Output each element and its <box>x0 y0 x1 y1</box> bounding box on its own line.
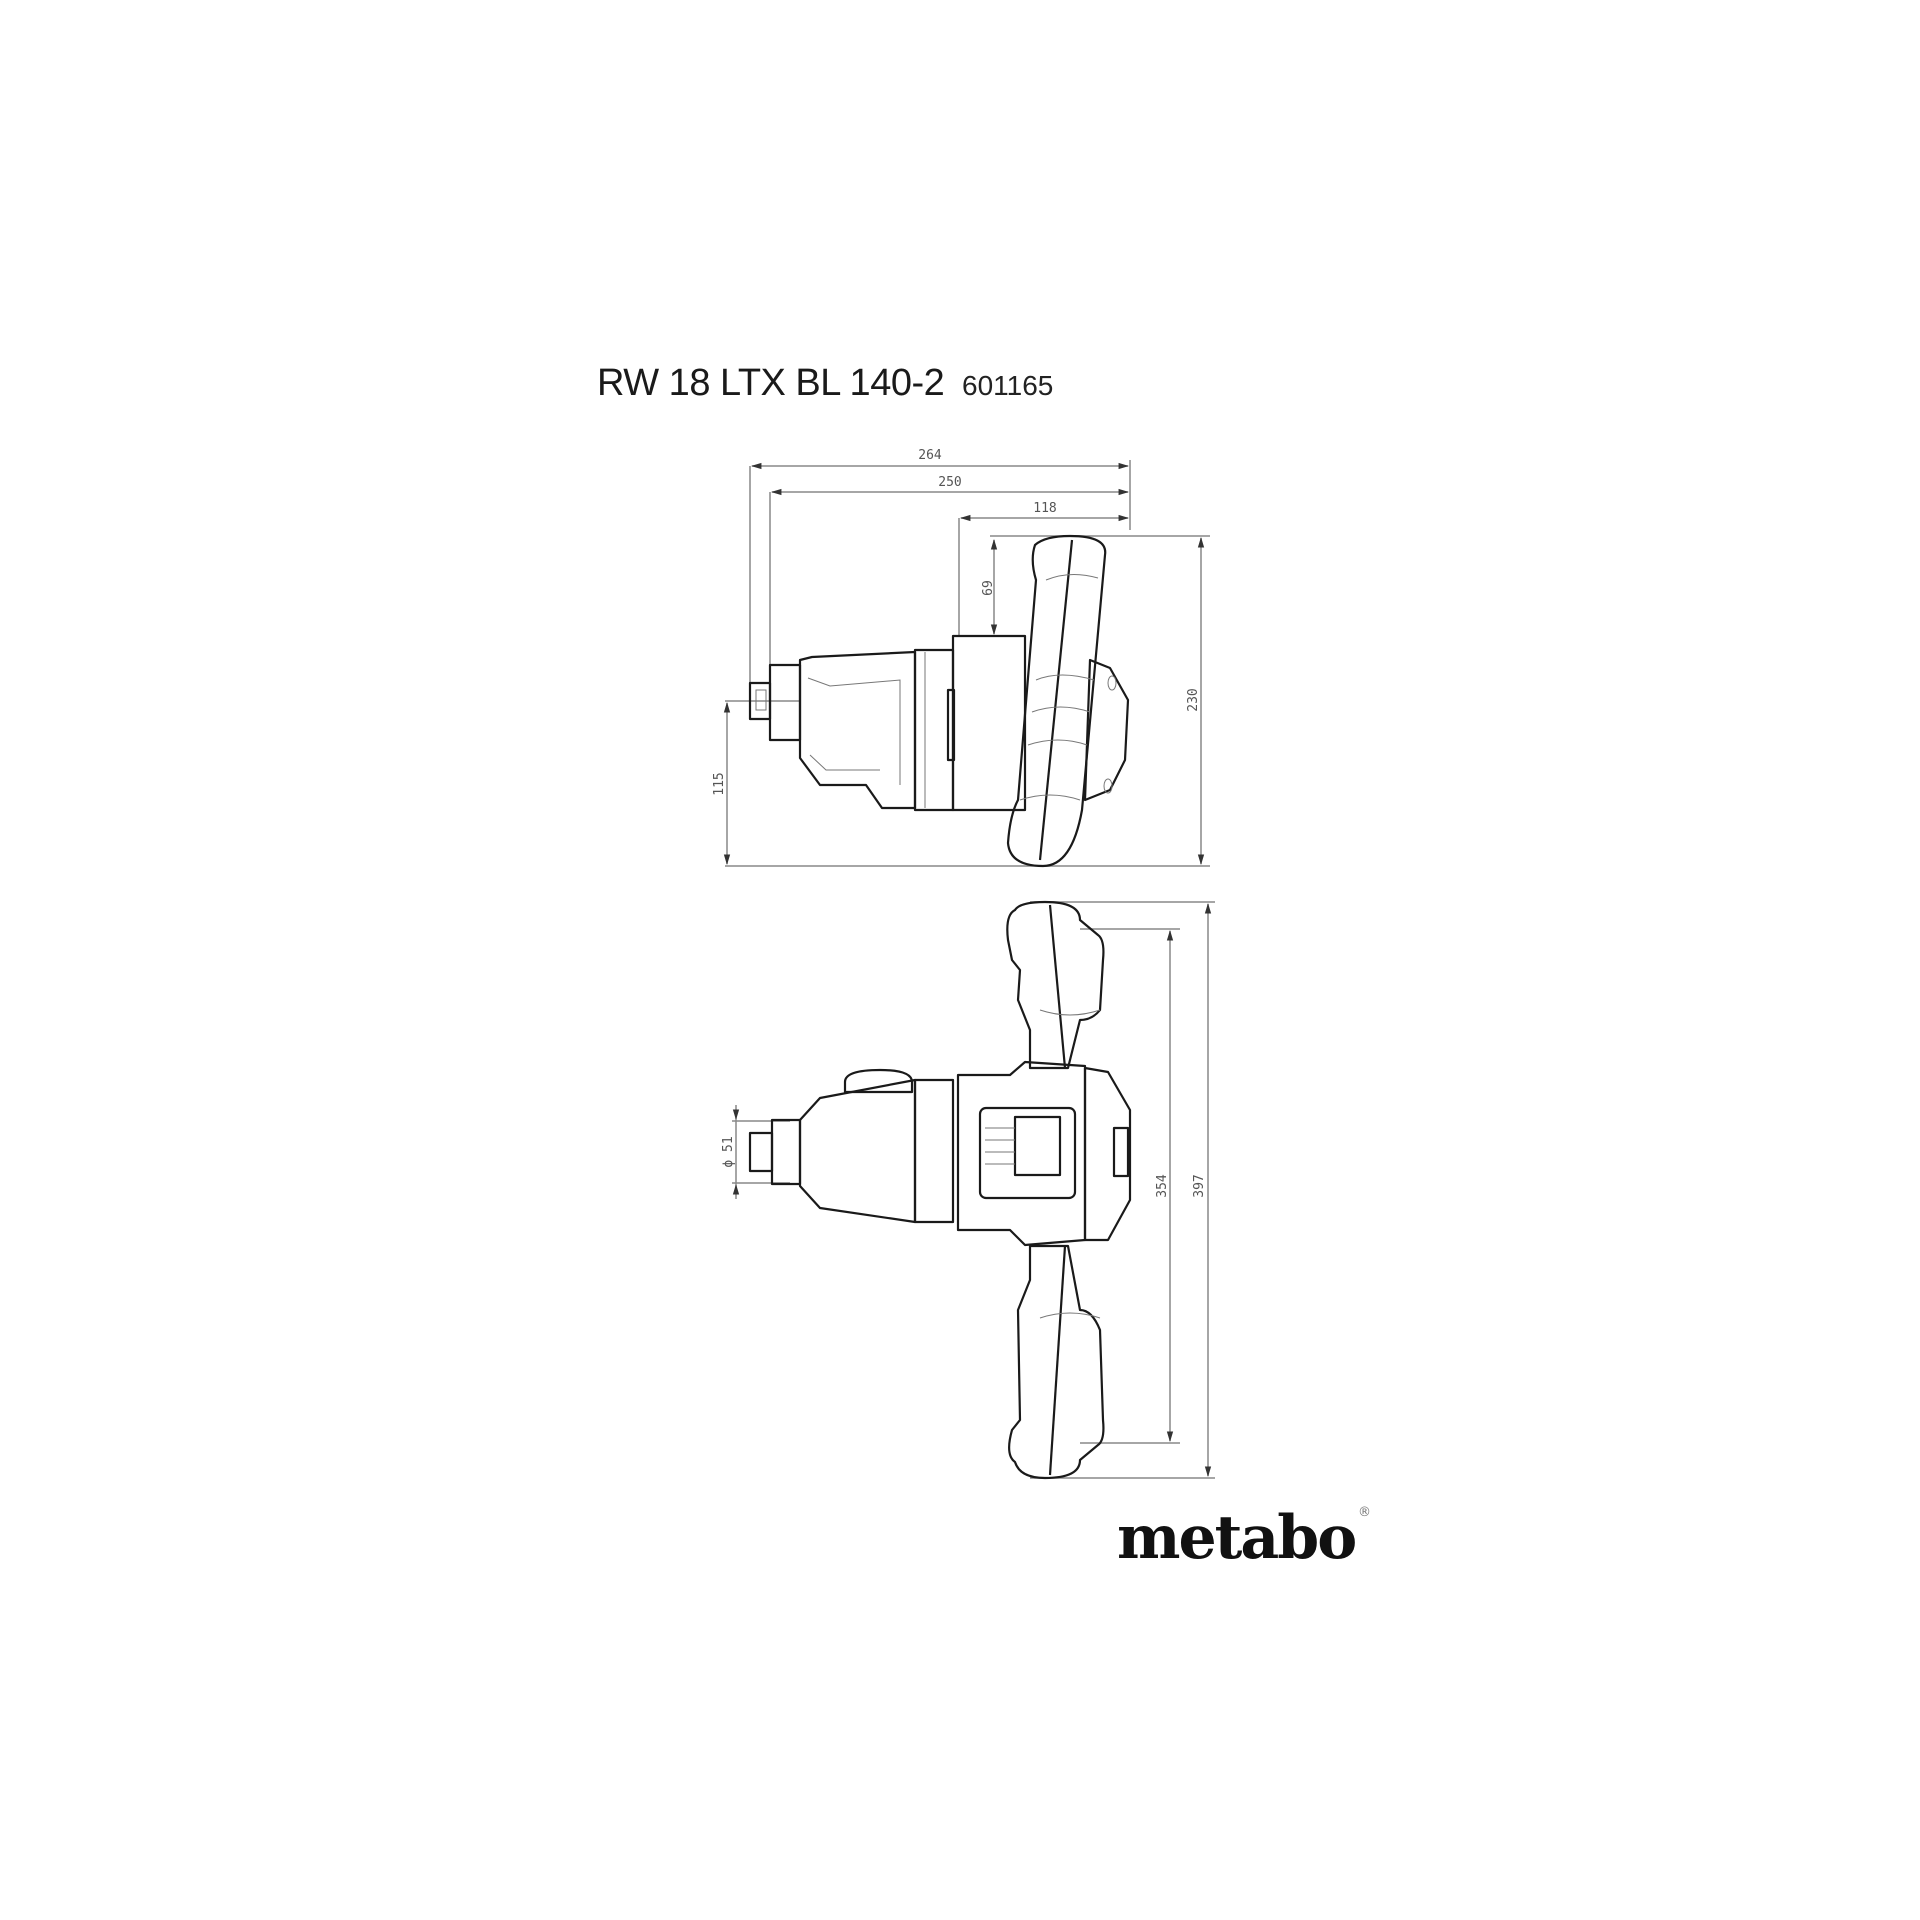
article-number: 601165 <box>962 370 1054 401</box>
top-view: ϕ 51 354 397 <box>721 900 1215 1480</box>
dim-354: 354 <box>1080 928 1180 1444</box>
metabo-logo: metabo <box>1117 1503 1357 1573</box>
dim-264-label: 264 <box>918 448 942 463</box>
dim-69: 69 <box>981 535 1210 636</box>
dim-phi51-label: ϕ 51 <box>721 1136 736 1167</box>
dim-115: 115 <box>712 700 1080 867</box>
mixer-top-body <box>748 900 1132 1480</box>
side-view: 264 250 118 69 230 <box>712 448 1210 868</box>
dim-250-label: 250 <box>938 475 961 490</box>
dim-phi51: ϕ 51 <box>721 1105 790 1199</box>
dim-115-label: 115 <box>712 772 727 795</box>
dim-397-label: 397 <box>1192 1174 1207 1197</box>
dim-118-label: 118 <box>1033 501 1056 516</box>
dim-250: 250 <box>769 475 1130 680</box>
mixer-side-body <box>748 534 1130 868</box>
dim-230-label: 230 <box>1186 688 1201 711</box>
dim-264: 264 <box>749 448 1131 700</box>
model-title: RW 18 LTX BL 140-2 <box>597 362 945 404</box>
dim-354-label: 354 <box>1155 1174 1170 1198</box>
dim-69-label: 69 <box>981 580 996 596</box>
dim-230: 230 <box>1080 536 1210 867</box>
dim-118: 118 <box>958 501 1130 635</box>
registered-mark: ® <box>1358 1505 1371 1520</box>
dim-397: 397 <box>1030 901 1215 1479</box>
